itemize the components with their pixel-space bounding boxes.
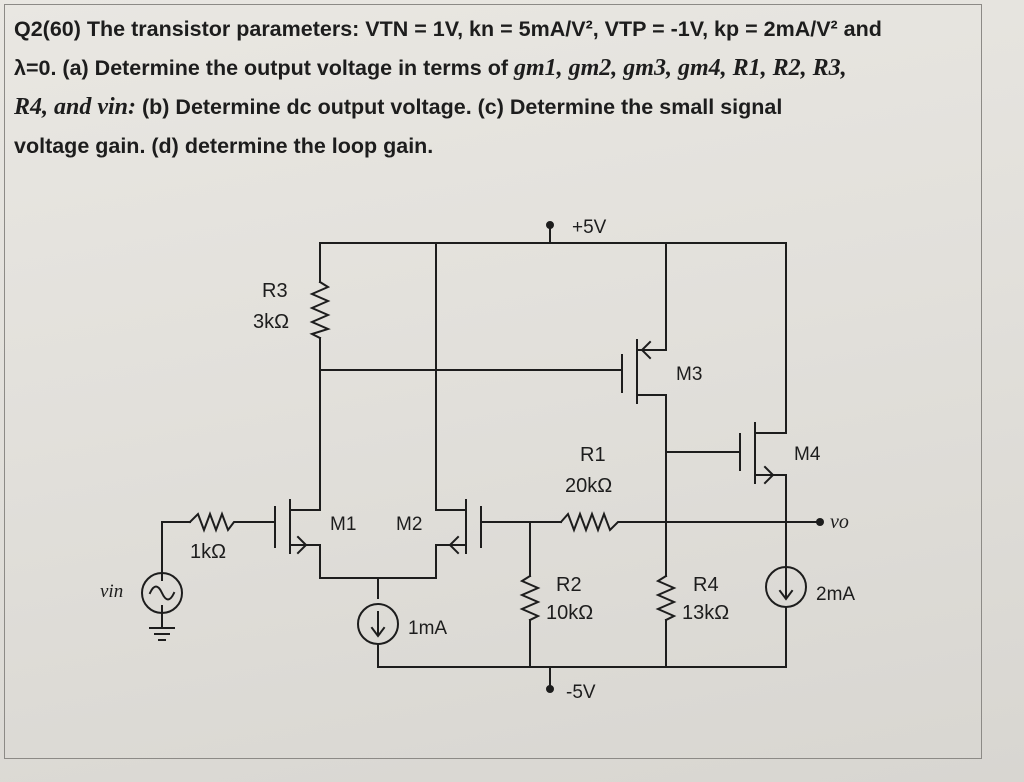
vin-sine — [148, 585, 176, 601]
m3-arrow — [640, 340, 652, 360]
m3-label: M3 — [676, 364, 702, 385]
output-current-label: 2mA — [816, 584, 855, 605]
r2-value: 10kΩ — [546, 602, 593, 624]
vin-label: vin — [100, 581, 123, 602]
r3-value: 3kΩ — [253, 311, 289, 333]
question-line-3: R4, and vin: (b) Determine dc output vol… — [14, 94, 783, 120]
vminus-label: -5V — [566, 682, 596, 703]
vplus-terminal — [546, 221, 554, 229]
tail-current-label: 1mA — [408, 618, 447, 639]
rin-value: 1kΩ — [190, 541, 226, 563]
question-line-1: Q2(60) The transistor parameters: VTN = … — [14, 17, 882, 41]
m2-label: M2 — [396, 514, 422, 535]
m4-arrow — [763, 465, 775, 485]
output-arrow — [778, 574, 794, 601]
m2-leads — [435, 496, 467, 579]
ground — [149, 627, 175, 641]
r4-name: R4 — [693, 574, 719, 596]
m1-arrow — [296, 535, 308, 555]
r3-name: R3 — [262, 280, 288, 302]
m4-label: M4 — [794, 444, 821, 465]
r2-name: R2 — [556, 574, 582, 596]
vo-label: vo — [830, 511, 849, 533]
question-frame — [4, 4, 982, 759]
tail-node — [319, 577, 437, 599]
r1-name: R1 — [580, 444, 606, 466]
rin-resistor — [188, 511, 276, 533]
m2-gate-wire — [480, 521, 531, 577]
vo-node — [816, 518, 824, 526]
m2-arrow — [448, 535, 460, 555]
question-line-4: voltage gain. (d) determine the loop gai… — [14, 134, 434, 158]
vplus-label: +5V — [572, 217, 607, 238]
vplus-rail — [435, 228, 787, 244]
r1-resistor — [559, 511, 627, 533]
m4-leads — [754, 242, 787, 581]
r4-resistor — [655, 574, 677, 622]
tail-arrow — [370, 611, 386, 638]
vin-wire — [161, 521, 191, 629]
r3-wires — [319, 242, 437, 486]
vminus-terminal — [546, 685, 554, 693]
question-line-2: λ=0. (a) Determine the output voltage in… — [14, 55, 847, 81]
vminus-rail — [377, 643, 787, 686]
r3-resistor — [309, 280, 331, 340]
vin-source — [141, 572, 183, 614]
question-text: Q2(60) The transistor parameters: VTN = … — [14, 10, 969, 166]
m1-leads — [289, 484, 321, 579]
r4-value: 13kΩ — [682, 602, 729, 624]
r2-resistor — [519, 574, 541, 622]
r1-value: 20kΩ — [565, 475, 612, 497]
m3-leads — [636, 242, 667, 453]
m1-label: M1 — [330, 514, 356, 535]
